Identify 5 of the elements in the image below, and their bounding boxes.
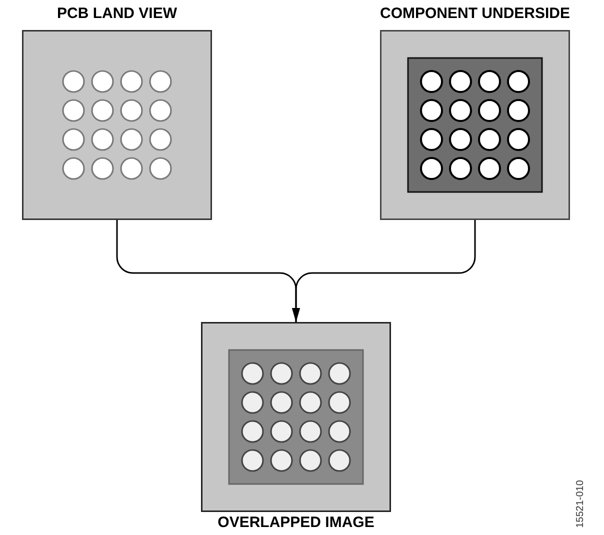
- panel-title: OVERLAPPED IMAGE: [218, 514, 374, 532]
- panel-title: PCB LAND VIEW: [57, 5, 177, 23]
- figure-number: 15521-010: [575, 480, 587, 528]
- merge-arrow: [292, 220, 476, 322]
- panel-title: COMPONENT UNDERSIDE: [380, 5, 570, 23]
